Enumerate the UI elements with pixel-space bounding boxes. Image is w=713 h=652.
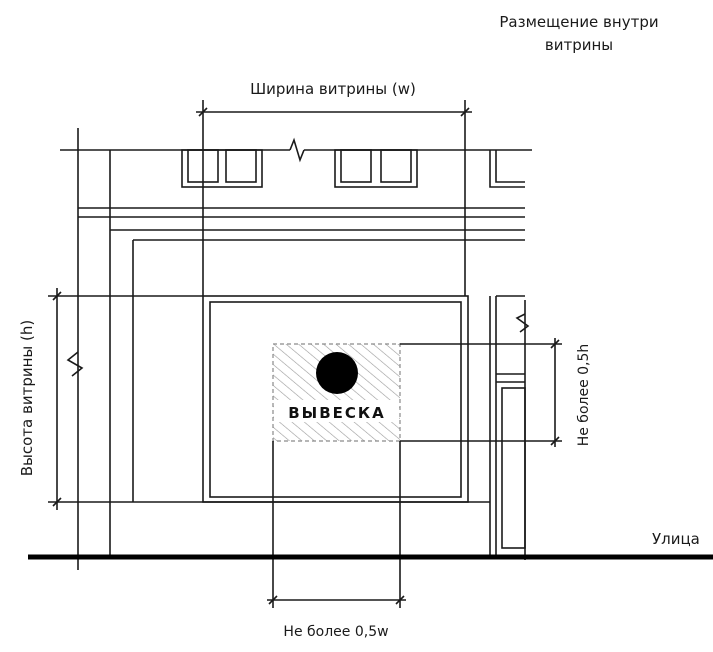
half-width-label: Не более 0,5w [283, 624, 388, 640]
half-height-dimension [400, 338, 562, 447]
sign-text: ВЫВЕСКА [288, 404, 386, 422]
diagram-title-line2: витрины [545, 36, 613, 54]
height-dimension [48, 288, 203, 510]
sign-area: ВЫВЕСКА [272, 343, 401, 442]
sign-logo-circle [316, 352, 358, 394]
width-label: Ширина витрины (w) [250, 80, 416, 98]
half-width-dimension [267, 441, 406, 608]
diagram-title-line1: Размещение внутри [499, 13, 658, 31]
half-height-label: Не более 0,5h [576, 344, 592, 447]
width-dimension [196, 100, 472, 296]
street-label: Улица [652, 530, 700, 548]
height-label: Высота витрины (h) [18, 320, 36, 476]
building-facade [60, 128, 532, 570]
